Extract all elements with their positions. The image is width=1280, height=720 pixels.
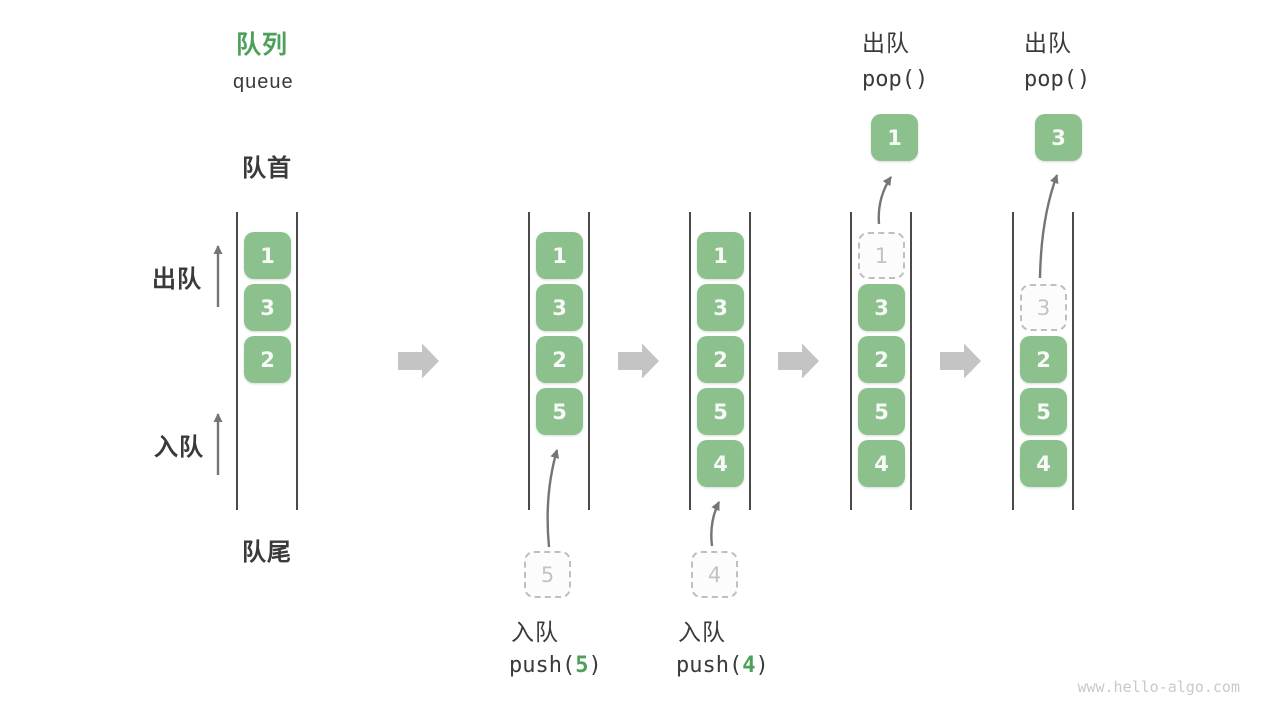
queue-item: 1	[244, 232, 291, 279]
queue-item: 3	[697, 284, 744, 331]
pending-item: 5	[524, 551, 571, 598]
queue-channel-4	[850, 212, 912, 510]
queue-channel-3	[689, 212, 751, 510]
step-arrow-icon	[940, 343, 981, 379]
pop1-op-label: 出队	[862, 30, 910, 56]
code-arg: 4	[742, 653, 756, 678]
removed-item-slot: 1	[858, 232, 905, 279]
push5-op-label: 入队	[511, 619, 559, 645]
queue-item: 4	[1020, 440, 1067, 487]
code-arg: 5	[575, 653, 589, 678]
popped-item: 3	[1035, 114, 1082, 161]
pop2-op-code: pop()	[1024, 67, 1091, 92]
queue-item: 5	[858, 388, 905, 435]
queue-item: 2	[244, 336, 291, 383]
queue-item: 4	[858, 440, 905, 487]
queue-channel-2	[528, 212, 590, 510]
watermark: www.hello-algo.com	[1077, 678, 1240, 696]
label-enqueue-side: 入队	[154, 434, 204, 461]
push4-op-label: 入队	[678, 619, 726, 645]
queue-channel-1	[236, 212, 298, 510]
code-text: )	[588, 653, 602, 678]
pop2-op-label: 出队	[1024, 30, 1072, 56]
code-text: push(	[509, 653, 576, 678]
push5-op-code: push(5)	[509, 653, 602, 678]
queue-item: 1	[536, 232, 583, 279]
step-arrow-icon	[778, 343, 819, 379]
push4-op-code: push(4)	[676, 653, 769, 678]
code-text: push(	[676, 653, 743, 678]
queue-item: 2	[536, 336, 583, 383]
popped-item: 1	[871, 114, 918, 161]
queue-item: 2	[858, 336, 905, 383]
queue-item: 2	[1020, 336, 1067, 383]
step-arrow-icon	[398, 343, 439, 379]
page-title: 队列	[236, 31, 289, 59]
queue-item: 3	[858, 284, 905, 331]
pop1-op-code: pop()	[862, 67, 929, 92]
queue-item: 2	[697, 336, 744, 383]
page-subtitle: queue	[233, 71, 294, 93]
queue-item: 3	[244, 284, 291, 331]
step-arrow-icon	[618, 343, 659, 379]
queue-item: 5	[536, 388, 583, 435]
queue-item: 5	[697, 388, 744, 435]
queue-item: 4	[697, 440, 744, 487]
label-dequeue-side: 出队	[152, 266, 202, 293]
queue-item: 1	[697, 232, 744, 279]
label-queue-front: 队首	[242, 155, 292, 182]
queue-item: 3	[536, 284, 583, 331]
pending-item: 4	[691, 551, 738, 598]
queue-item: 5	[1020, 388, 1067, 435]
removed-item-slot: 3	[1020, 284, 1067, 331]
queue-channel-5	[1012, 212, 1074, 510]
code-text: )	[755, 653, 769, 678]
label-queue-rear: 队尾	[242, 539, 292, 566]
